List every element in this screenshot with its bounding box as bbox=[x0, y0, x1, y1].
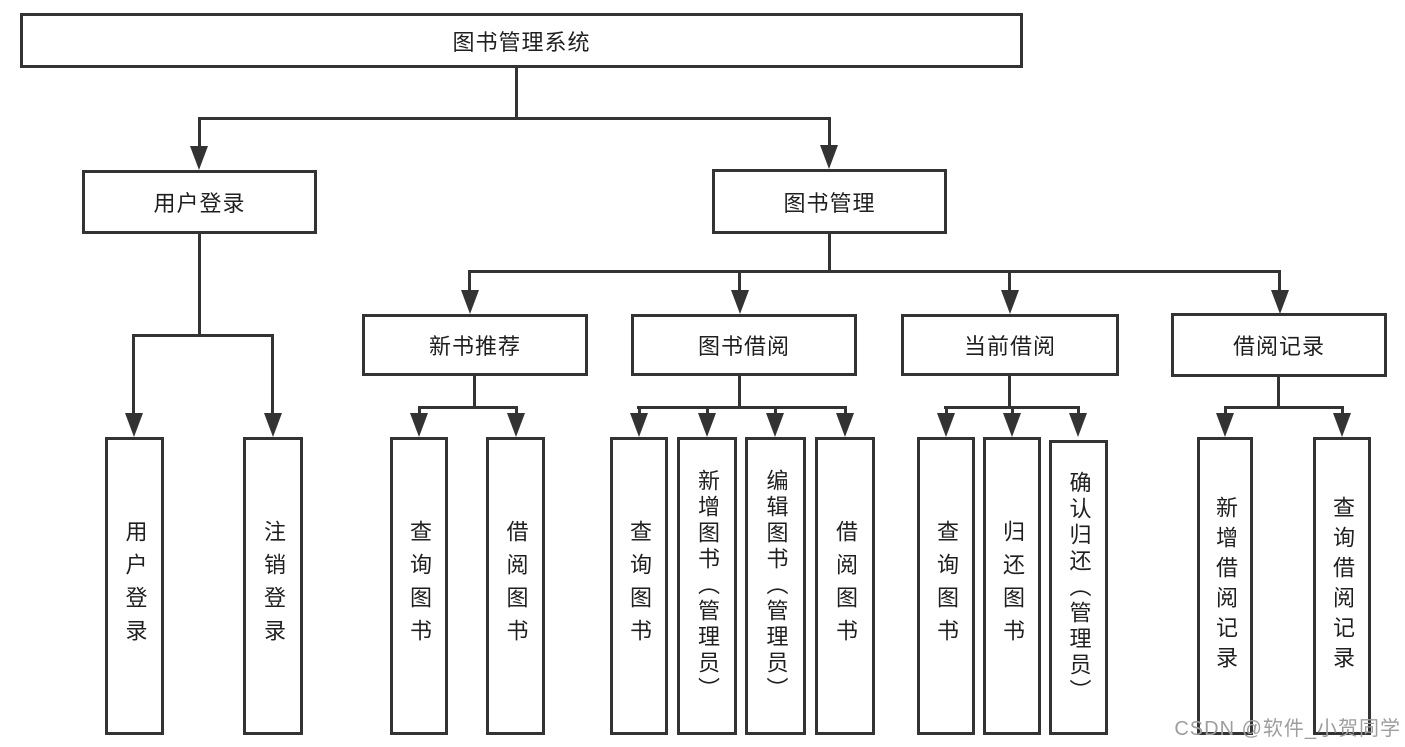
leaf-add-borrow-record: 新增借阅记录 bbox=[1197, 437, 1253, 735]
connector-stub bbox=[638, 406, 641, 416]
node-label: 新增图书（管理员） bbox=[695, 469, 720, 703]
node-current-borrowing: 当前借阅 bbox=[901, 314, 1119, 376]
leaf-query-borrow-record: 查询借阅记录 bbox=[1313, 437, 1371, 735]
arrowhead-down bbox=[836, 413, 854, 437]
arrowhead-down bbox=[1069, 413, 1087, 437]
node-label: 查询借阅记录 bbox=[1330, 496, 1355, 676]
leaf-borrow-books-borrow: 借阅图书 bbox=[815, 437, 875, 735]
connector-stem bbox=[198, 234, 201, 336]
node-label: 当前借阅 bbox=[963, 334, 1056, 359]
arrowhead-down bbox=[1001, 290, 1019, 314]
node-label: 归还图书 bbox=[1000, 520, 1025, 652]
node-label: 新增借阅记录 bbox=[1213, 496, 1238, 676]
arrowhead-down bbox=[731, 290, 749, 314]
arrowhead-down bbox=[125, 413, 143, 437]
connector-stub bbox=[1224, 406, 1227, 416]
connector-stem bbox=[473, 376, 476, 409]
connector-login-branch bbox=[132, 334, 274, 337]
connector-root-stem bbox=[515, 68, 518, 118]
connector-stub bbox=[706, 406, 709, 416]
node-borrowing-records: 借阅记录 bbox=[1171, 313, 1387, 377]
leaf-confirm-return-admin: 确认归还（管理员） bbox=[1049, 440, 1108, 735]
node-label: 图书管理系统 bbox=[452, 29, 591, 55]
node-label: 注销登录 bbox=[261, 520, 286, 652]
connector-stub bbox=[271, 334, 274, 416]
connector-stub bbox=[1278, 270, 1281, 293]
leaf-edit-book-admin: 编辑图书（管理员） bbox=[745, 437, 806, 735]
arrowhead-down bbox=[507, 413, 525, 437]
connector-recommend-branch bbox=[418, 406, 518, 409]
node-book-management: 图书管理 bbox=[712, 169, 947, 234]
connector-stub bbox=[1008, 270, 1011, 293]
node-label: 借阅图书 bbox=[833, 520, 858, 652]
connector-level3-branch bbox=[468, 270, 1281, 273]
node-book-borrowing: 图书借阅 bbox=[631, 314, 857, 376]
node-new-book-recommend: 新书推荐 bbox=[362, 314, 588, 376]
node-label: 借阅记录 bbox=[1232, 334, 1325, 359]
node-label: 查询图书 bbox=[407, 520, 432, 652]
connector-stem bbox=[828, 234, 831, 273]
arrowhead-down bbox=[1003, 413, 1021, 437]
leaf-return-book: 归还图书 bbox=[983, 437, 1041, 735]
connector-stub bbox=[132, 334, 135, 416]
connector-stem bbox=[738, 376, 741, 409]
connector-record-branch bbox=[1224, 406, 1344, 409]
node-user-login: 用户登录 bbox=[82, 170, 317, 234]
connector-stub bbox=[774, 406, 777, 416]
connector-stub bbox=[515, 406, 518, 416]
arrowhead-down bbox=[766, 413, 784, 437]
node-label: 图书管理 bbox=[783, 190, 876, 216]
arrowhead-down bbox=[410, 413, 428, 437]
node-library-management-system: 图书管理系统 bbox=[20, 13, 1023, 68]
connector-stub bbox=[1011, 406, 1014, 416]
arrowhead-down bbox=[1333, 413, 1351, 437]
node-label: 图书借阅 bbox=[697, 334, 790, 359]
connector-stem bbox=[1277, 377, 1280, 409]
leaf-logout: 注销登录 bbox=[243, 437, 303, 735]
node-label: 确认归还（管理员） bbox=[1066, 470, 1092, 705]
arrowhead-down bbox=[937, 413, 955, 437]
node-label: 新书推荐 bbox=[428, 334, 521, 359]
arrowhead-down bbox=[630, 413, 648, 437]
node-label: 借阅图书 bbox=[503, 520, 529, 652]
arrowhead-down bbox=[461, 290, 479, 314]
leaf-user-login: 用户登录 bbox=[105, 437, 164, 735]
connector-stub bbox=[468, 270, 471, 293]
node-label: 查询图书 bbox=[627, 520, 652, 652]
connector-stub bbox=[1077, 406, 1080, 416]
connector-stub bbox=[828, 117, 831, 148]
leaf-query-books-recommend: 查询图书 bbox=[390, 437, 448, 735]
arrowhead-down bbox=[820, 145, 838, 169]
leaf-borrow-books-recommend: 借阅图书 bbox=[486, 437, 545, 735]
connector-stub bbox=[1341, 406, 1344, 416]
arrowhead-down bbox=[1216, 413, 1234, 437]
connector-stub bbox=[198, 117, 201, 149]
arrowhead-down bbox=[698, 413, 716, 437]
connector-stub bbox=[844, 406, 847, 416]
connector-stub bbox=[945, 406, 948, 416]
leaf-query-books-current: 查询图书 bbox=[917, 437, 975, 735]
leaf-query-books-borrow: 查询图书 bbox=[610, 437, 668, 735]
node-label: 用户登录 bbox=[122, 520, 148, 652]
node-label: 查询图书 bbox=[934, 520, 959, 652]
connector-level2-branch bbox=[198, 117, 831, 120]
connector-stub bbox=[738, 270, 741, 293]
arrowhead-down bbox=[1271, 290, 1289, 314]
arrowhead-down bbox=[190, 146, 208, 170]
node-label: 编辑图书（管理员） bbox=[763, 469, 789, 703]
connector-stem bbox=[1008, 376, 1011, 409]
connector-borrow-branch bbox=[637, 406, 847, 409]
arrowhead-down bbox=[264, 413, 282, 437]
leaf-add-book-admin: 新增图书（管理员） bbox=[677, 437, 737, 735]
node-label: 用户登录 bbox=[153, 191, 246, 216]
connector-stub bbox=[418, 406, 421, 416]
csdn-watermark: CSDN @软件_小贺同学 bbox=[1174, 718, 1401, 740]
